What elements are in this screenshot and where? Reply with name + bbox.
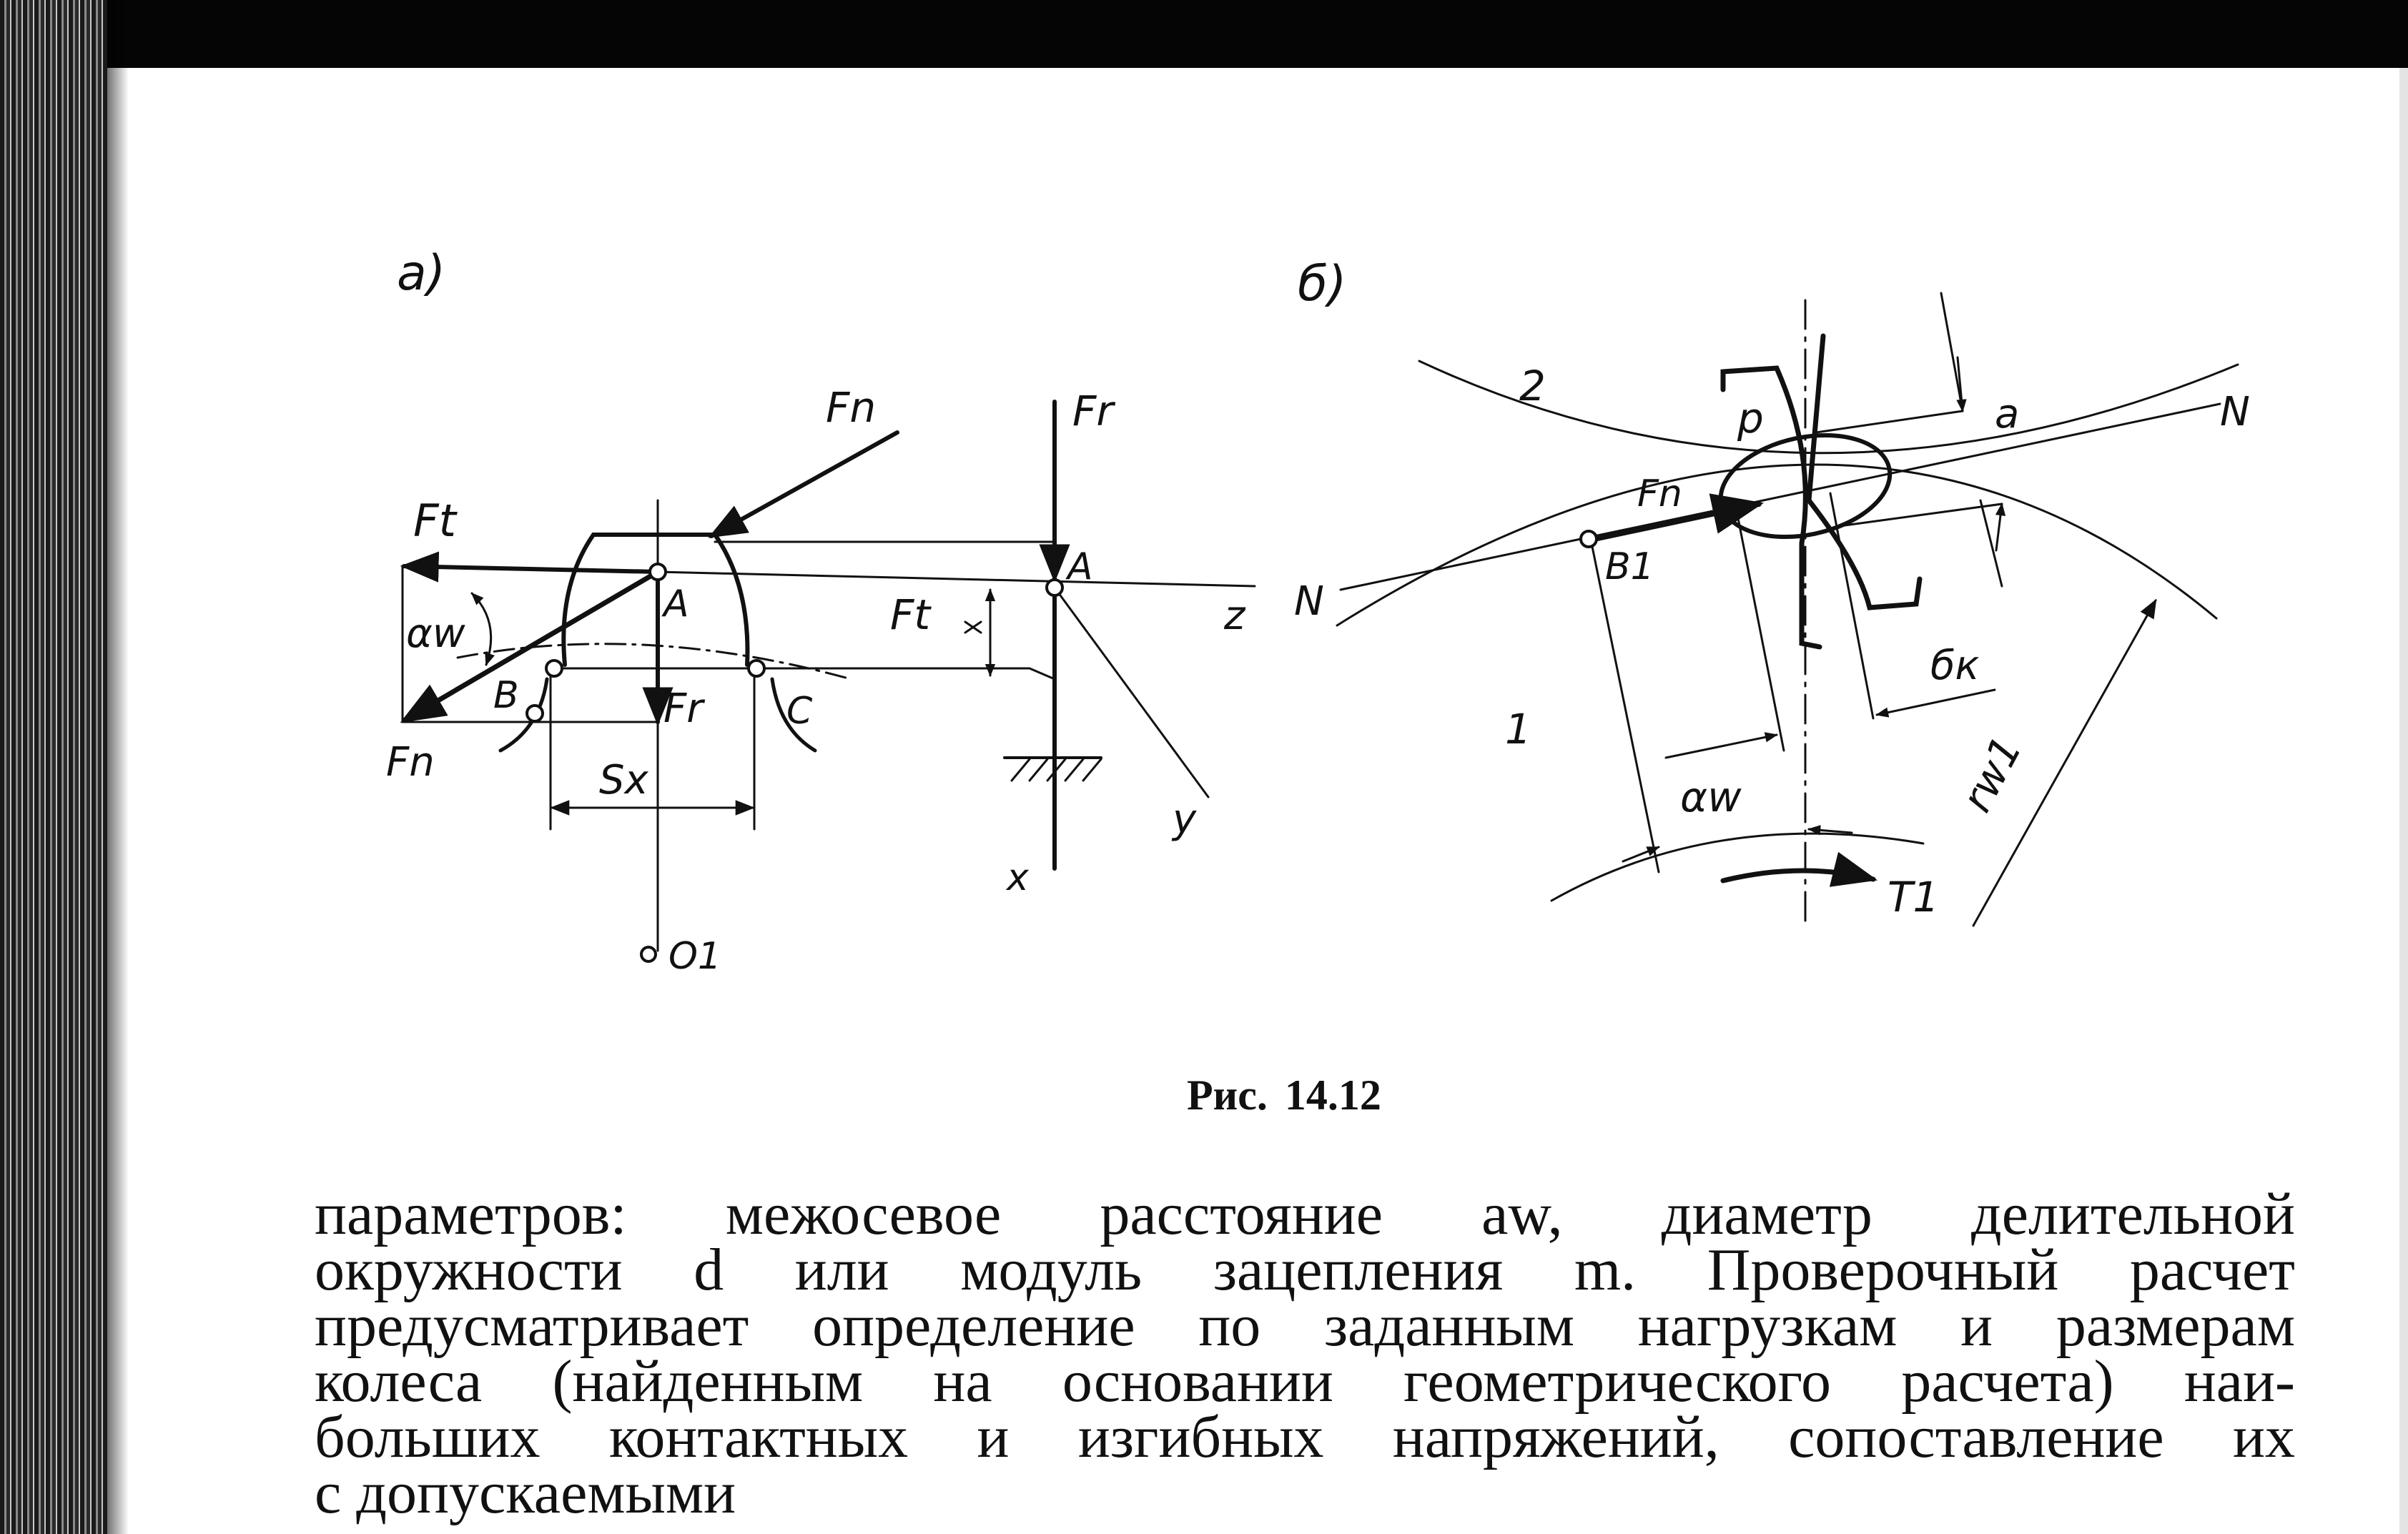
panel-a-diagram <box>400 400 1256 963</box>
label-fr-top: Fr <box>1072 387 1115 435</box>
text-line: предусматривает определение по заданным … <box>315 1292 2295 1359</box>
label-dim-a: a <box>1995 391 2019 437</box>
label-fn-bottom: Fn <box>386 739 435 786</box>
label-point-a-mid: A <box>661 583 689 625</box>
label-r-w1: rw1 <box>1952 728 2031 819</box>
label-wheel-2: 2 <box>1519 362 1546 410</box>
body-paragraph: параметров: межосевое расстояние aw, диа… <box>315 1181 2295 1526</box>
label-alpha-w-b: αw <box>1680 773 1742 821</box>
scan-top-border <box>0 0 2408 68</box>
page-right-edge <box>2399 68 2408 1534</box>
caption-prefix: Рис. <box>1187 1072 1268 1119</box>
text-line: с допускаемыми <box>315 1460 736 1526</box>
panel-b-diagram <box>1336 292 2239 927</box>
label-point-a-right: A <box>1065 545 1093 588</box>
label-axis-z: z <box>1223 593 1246 639</box>
label-force-fn: Fn <box>1637 472 1682 515</box>
label-sigma-k: бк <box>1930 643 1980 689</box>
label-point-p: p <box>1737 394 1764 442</box>
text-line: окружности d или модуль зацепления m. Пр… <box>315 1237 2295 1303</box>
book-binding-edge <box>0 0 107 1534</box>
label-fr-bottom: Fr <box>663 686 705 732</box>
label-axis-y: y <box>1171 796 1197 843</box>
text-line: колеса (найденным на основании геометрич… <box>315 1348 2295 1415</box>
label-axis-x: x <box>1005 856 1030 899</box>
caption-number: 14.12 <box>1284 1072 1381 1119</box>
label-wheel-1: 1 <box>1505 705 1531 753</box>
label-fn-top: Fn <box>826 383 876 432</box>
figure-14-12: а) Fn Fr Ft αw A A z Ft B C Fn Fr Sx y x… <box>386 245 2250 978</box>
label-line-n-left: N <box>1294 578 1324 625</box>
label-point-c: C <box>786 690 813 733</box>
label-torque-t1: T1 <box>1888 873 1939 921</box>
label-s-x: Sx <box>599 757 649 803</box>
label-line-n-right: N <box>2220 389 2250 435</box>
label-point-b: B <box>493 674 519 717</box>
binding-shadow <box>107 0 129 1534</box>
label-ft-mid: Ft <box>890 590 932 639</box>
label-ft-left: Ft <box>413 495 458 547</box>
label-point-b1: B1 <box>1605 545 1654 588</box>
text-line: больших контактных и изгибных напряжений… <box>315 1404 2295 1470</box>
figure-caption: Рис. 14.12 <box>1187 1071 1473 1120</box>
label-center-o1: O1 <box>668 935 721 978</box>
label-alpha-w-a: αw <box>406 610 465 657</box>
panel-a-label: а) <box>397 245 445 302</box>
panel-b-label: б) <box>1298 256 1346 312</box>
text-line: параметров: межосевое расстояние aw, диа… <box>315 1181 2295 1247</box>
